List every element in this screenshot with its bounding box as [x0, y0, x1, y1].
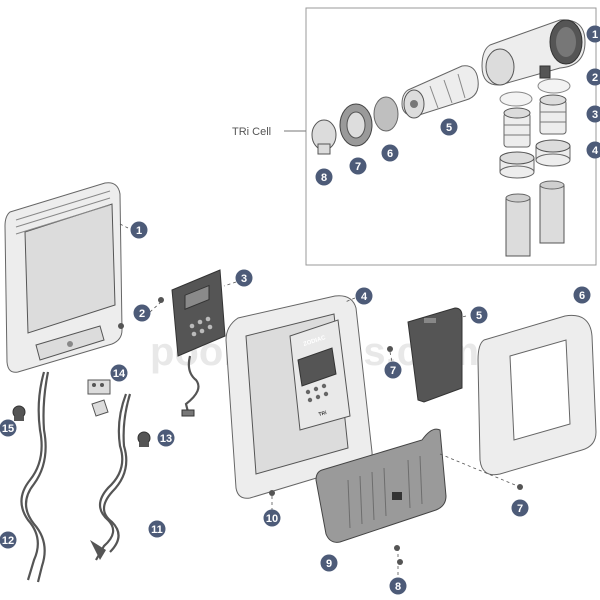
callout-2-inset: 2 [586, 68, 600, 86]
callout-9-main: 9 [320, 554, 338, 572]
svg-text:3: 3 [241, 273, 247, 285]
cable-gland [12, 405, 26, 421]
screw [118, 323, 124, 329]
screw [269, 490, 275, 496]
seal [373, 96, 399, 132]
callout-10-main: 10 [263, 509, 281, 527]
svg-text:9: 9 [326, 558, 332, 570]
svg-text:3: 3 [592, 109, 598, 121]
union-adaptor [503, 107, 531, 148]
svg-text:5: 5 [446, 122, 452, 134]
svg-text:12: 12 [2, 535, 14, 547]
callout-15-main: 15 [0, 419, 17, 437]
callout-7-inset: 7 [349, 157, 367, 175]
svg-text:2: 2 [139, 308, 145, 320]
callout-4-main: 4 [355, 287, 373, 305]
svg-text:1: 1 [136, 225, 142, 237]
union-adaptor [539, 94, 567, 135]
callout-5-main: 5 [470, 306, 488, 324]
callout-13-main: 13 [157, 429, 175, 447]
leader-line [149, 301, 162, 313]
callout-3-main: 3 [235, 269, 253, 287]
leader-line [439, 453, 521, 488]
cell-electrode [401, 65, 479, 119]
callout-3-inset: 3 [586, 105, 600, 123]
svg-text:8: 8 [395, 581, 401, 593]
callout-12-main: 12 [0, 531, 17, 549]
inset-frame [305, 7, 597, 266]
svg-text:11: 11 [151, 524, 163, 536]
tail-pipe [539, 180, 565, 244]
union-nut [535, 139, 571, 167]
end-cap [311, 119, 337, 155]
callout-4-inset: 4 [586, 141, 600, 159]
locking-ring [339, 103, 373, 147]
cover-flap [407, 307, 463, 403]
svg-text:7: 7 [355, 161, 361, 173]
o-ring [537, 78, 571, 94]
controller-housing: ZODIAC TRi [225, 295, 373, 499]
callout-8-inset: 8 [315, 168, 333, 186]
screw [387, 346, 393, 352]
callout-1-inset: 1 [586, 25, 600, 43]
callout-7-main: 7 [384, 361, 402, 379]
power-supply-housing [4, 182, 123, 373]
svg-text:6: 6 [579, 290, 585, 302]
callout-6-inset: 6 [381, 144, 399, 162]
leader-line [223, 281, 237, 287]
power-lead-left [20, 371, 50, 583]
leader-line [119, 223, 129, 229]
svg-text:13: 13 [160, 433, 172, 445]
svg-text:4: 4 [361, 291, 368, 303]
svg-text:7: 7 [517, 503, 523, 515]
callout-14-main: 14 [110, 364, 128, 382]
tri-cell-inset: TRi Cell [232, 7, 600, 266]
leader-line [457, 315, 467, 319]
svg-text:6: 6 [387, 148, 393, 160]
svg-text:5: 5 [476, 310, 482, 322]
callout-5-inset: 5 [440, 118, 458, 136]
svg-text:2: 2 [592, 72, 598, 84]
svg-text:14: 14 [113, 368, 126, 380]
screw [158, 297, 164, 303]
circuit-board [171, 269, 226, 417]
svg-text:7: 7 [390, 365, 396, 377]
callout-11-main: 11 [148, 520, 166, 538]
cable-gland [137, 431, 151, 447]
svg-text:4: 4 [592, 145, 599, 157]
tail-pipe [505, 193, 531, 257]
callout-8-main: 8 [389, 577, 407, 595]
leader-line [344, 297, 356, 303]
callout-1-main: 1 [130, 221, 148, 239]
o-ring [499, 91, 533, 107]
svg-text:1: 1 [592, 29, 598, 41]
controller-model-label: TRi [318, 410, 328, 418]
terminal-block [87, 379, 111, 417]
leader-line [389, 351, 393, 363]
cell-housing [481, 19, 586, 86]
screw [394, 545, 400, 551]
callout-7-main: 7 [511, 499, 529, 517]
inset-label: TRi Cell [232, 126, 271, 138]
svg-text:15: 15 [2, 423, 14, 435]
union-nut [499, 151, 535, 179]
bottom-cover [315, 428, 447, 543]
outer-cover [477, 314, 597, 476]
callout-2-main: 2 [133, 304, 151, 322]
svg-text:8: 8 [321, 172, 327, 184]
callout-6-main: 6 [573, 286, 591, 304]
screw [397, 559, 403, 565]
svg-text:10: 10 [266, 513, 278, 525]
power-lead-right [90, 393, 132, 561]
